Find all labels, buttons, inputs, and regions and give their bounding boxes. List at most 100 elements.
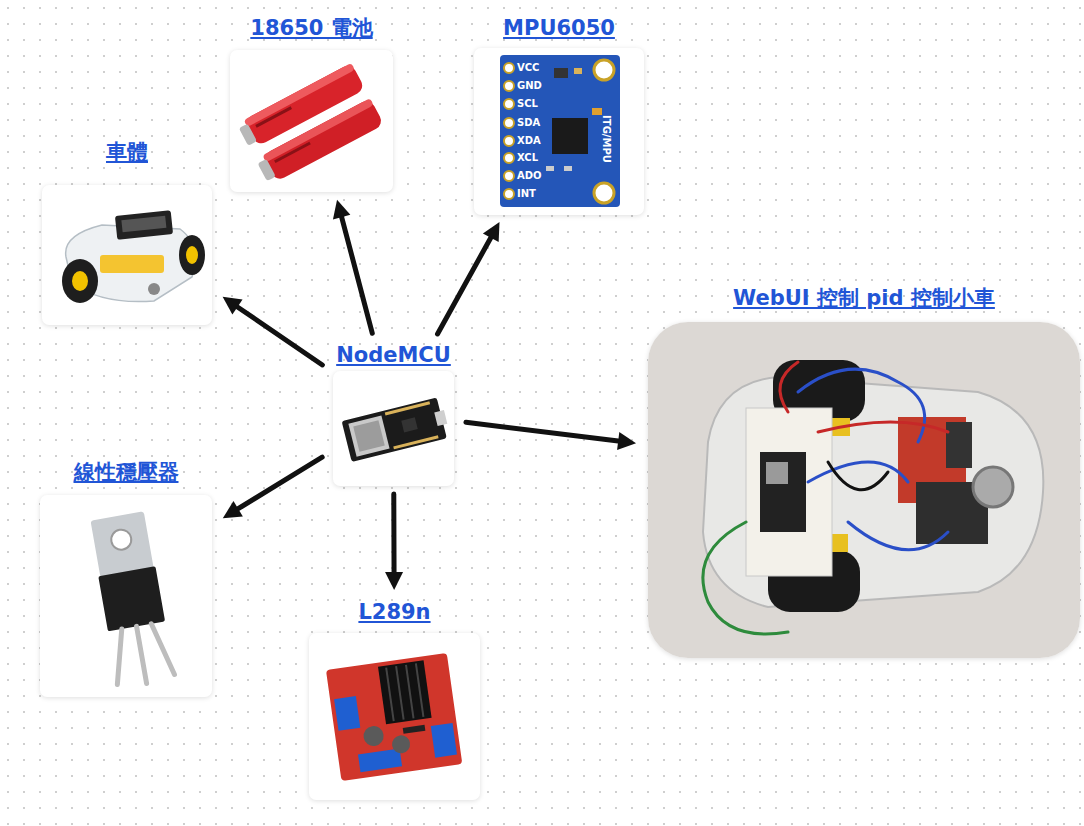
nodemcu-illustration-part-part <box>401 417 417 432</box>
car-photo-illustration-part <box>946 422 972 468</box>
car-photo-illustration-part <box>703 377 1043 607</box>
nodemcu-illustration-part-part <box>353 420 385 452</box>
car-photo-illustration-part-part <box>780 362 798 412</box>
l298n-illustration <box>309 633 480 800</box>
mpu6050-illustration-part <box>564 166 572 171</box>
chassis-illustration-part <box>62 259 98 303</box>
nodemcu-illustration-part-part-part <box>393 435 438 449</box>
arrow-head <box>223 297 243 315</box>
component-node: MPU6050 VCCGNDSCLSDAXDAXCLADOINTITG/MPU <box>470 14 648 215</box>
mpu6050-illustration-part <box>574 68 582 74</box>
component-title: 18650 電池 <box>226 14 397 42</box>
regulator-illustration-part-part-part <box>108 629 131 685</box>
l298n-illustration-part-part <box>391 734 411 754</box>
nodemcu-illustration-part-part-part <box>385 401 430 415</box>
component-title: WebUI 控制 pid 控制小車 <box>644 284 1084 312</box>
regulator-illustration-part-part <box>91 511 154 577</box>
nodemcu-illustration-part <box>342 397 451 462</box>
chassis-illustration <box>42 185 212 325</box>
regulator-illustration <box>40 495 212 697</box>
nodemcu-illustration-part-part <box>342 397 447 461</box>
arrow-connector <box>333 200 372 334</box>
car-photo-illustration-part <box>973 467 1013 507</box>
battery-illustration-part-part <box>274 142 311 163</box>
l298n-illustration-part-part <box>378 660 432 724</box>
chassis-illustration-part <box>179 235 205 275</box>
component-card <box>333 371 454 486</box>
l298n-illustration-part-part <box>334 696 360 731</box>
component-node: WebUI 控制 pid 控制小車 <box>644 284 1084 658</box>
pin-label: SCL <box>517 97 538 111</box>
car-photo-illustration-part-part <box>703 522 788 634</box>
l298n-illustration-part-part <box>362 725 385 748</box>
regulator-illustration-part-part-part <box>137 626 147 683</box>
pin-label: SDA <box>517 116 540 130</box>
component-node: 18650 電池 <box>226 14 397 192</box>
arrow-head <box>483 222 500 242</box>
arrow-line <box>342 217 373 333</box>
arrow-connector <box>223 297 323 365</box>
chassis-illustration-part <box>72 271 88 291</box>
component-title: L289n <box>305 598 484 626</box>
mpu6050-illustration-part <box>500 55 620 207</box>
l298n-illustration-part-part <box>358 749 402 773</box>
car-photo-illustration-part-part <box>808 462 908 482</box>
pin-label: VCC <box>517 61 539 75</box>
mpu6050-illustration-part-part <box>504 63 514 73</box>
l298n-illustration-part-part-part <box>416 663 424 716</box>
mpu6050-illustration-part-part <box>504 171 514 181</box>
nodemcu-illustration-part-part <box>348 415 389 456</box>
battery-illustration-part-part <box>262 98 384 182</box>
arrow-head <box>333 200 350 220</box>
component-node: 車體 <box>38 138 216 325</box>
battery-illustration-part-part <box>239 124 257 146</box>
car-photo-illustration-part-part <box>828 462 888 490</box>
regulator-illustration-part-part <box>110 528 133 551</box>
battery-illustration-part-part <box>255 106 292 127</box>
arrow-line <box>238 457 322 509</box>
mpu6050-illustration-part <box>594 60 614 80</box>
arrow-line <box>237 307 322 365</box>
regulator-illustration-part-part-part <box>151 621 174 677</box>
component-node: NodeMCU <box>329 341 458 486</box>
mpu6050-illustration-part-part <box>504 81 514 91</box>
car-photo-illustration-part-part <box>848 522 948 550</box>
arrow-head <box>385 572 403 590</box>
mpu6050-illustration-part <box>594 183 614 203</box>
l298n-illustration-part-part <box>403 725 426 734</box>
arrow-connector <box>438 222 500 334</box>
mpu6050-illustration-part <box>504 63 514 199</box>
mpu6050-illustration-part-part <box>504 118 514 128</box>
car-photo-illustration-part-part <box>818 422 948 432</box>
l298n-illustration-part-part-part <box>386 668 394 721</box>
l298n-illustration-part-part-part <box>406 665 414 718</box>
pin-label: ITG/MPU <box>599 115 613 163</box>
component-card <box>648 322 1080 658</box>
mpu6050-illustration <box>474 48 644 215</box>
mpu6050-illustration-part <box>546 166 554 171</box>
battery-illustration-part-part <box>258 159 276 181</box>
nodemcu-illustration-part-part <box>385 401 439 449</box>
regulator-illustration-part-part <box>108 621 175 688</box>
l298n-illustration-part-part <box>326 653 462 781</box>
arrow-connector <box>385 494 403 590</box>
arrow-line <box>466 422 618 441</box>
component-title: 車體 <box>38 138 216 166</box>
component-card: VCCGNDSCLSDAXDAXCLADOINTITG/MPU <box>474 48 644 215</box>
car-photo-illustration-part <box>760 452 806 532</box>
component-card <box>40 495 212 697</box>
l298n-illustration-part-part <box>431 723 457 758</box>
chassis-illustration-part <box>121 216 166 233</box>
battery-illustration-part <box>236 63 384 186</box>
arrow-connector <box>223 457 322 518</box>
arrow-line <box>438 238 491 334</box>
nodemcu-illustration <box>333 371 454 486</box>
chassis-illustration-part <box>148 283 160 295</box>
component-title: 線性穩壓器 <box>36 458 216 486</box>
nodemcu-illustration-part-part <box>434 410 447 426</box>
chassis-illustration-part <box>186 246 198 264</box>
mpu6050-illustration-part <box>592 108 602 115</box>
mpu6050-illustration-part-part <box>504 189 514 199</box>
battery-illustration <box>230 50 393 192</box>
mpu6050-illustration-part-part <box>504 153 514 163</box>
